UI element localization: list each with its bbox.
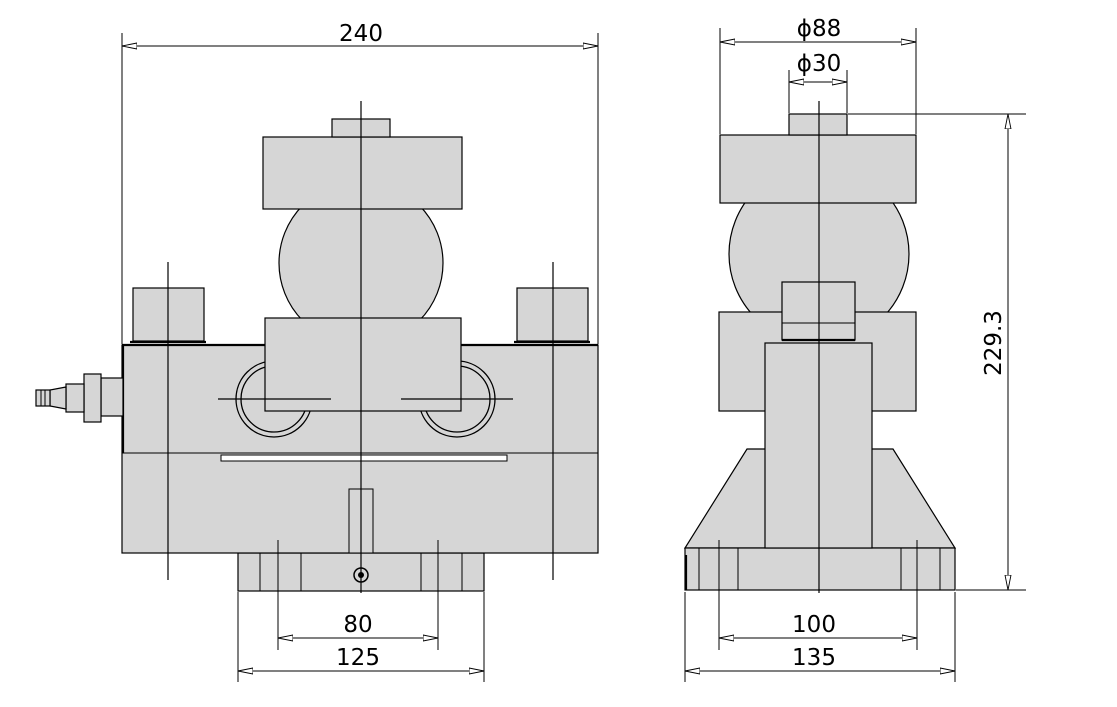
dim-label-240: 240 — [339, 21, 383, 47]
side-view — [683, 101, 957, 593]
dim-label-80: 80 — [343, 612, 372, 638]
dimension-80: 80 — [277, 540, 439, 650]
dimension-240: 240 — [121, 21, 599, 344]
front-beam-body — [121, 343, 599, 554]
dim-label-229-3: 229.3 — [981, 310, 1007, 376]
dim-label-100: 100 — [792, 612, 836, 638]
dimension-100: 100 — [718, 540, 918, 650]
dim-label-135: 135 — [792, 645, 836, 671]
dimension-229-3: 229.3 — [848, 113, 1026, 591]
dim-label-125: 125 — [336, 645, 380, 671]
dimension-125: 125 — [237, 592, 485, 682]
dim-label-phi30: ϕ30 — [797, 51, 841, 77]
dim-label-phi88: ϕ88 — [797, 16, 841, 42]
dimension-phi30: ϕ30 — [788, 51, 848, 113]
front-view — [35, 101, 599, 593]
side-ball-assembly — [718, 113, 917, 549]
front-ball-assembly — [262, 118, 463, 412]
dimension-135: 135 — [684, 592, 956, 682]
dimension-phi88: ϕ88 — [719, 16, 917, 134]
cable-connector — [35, 373, 124, 423]
front-centerlines — [167, 101, 554, 593]
